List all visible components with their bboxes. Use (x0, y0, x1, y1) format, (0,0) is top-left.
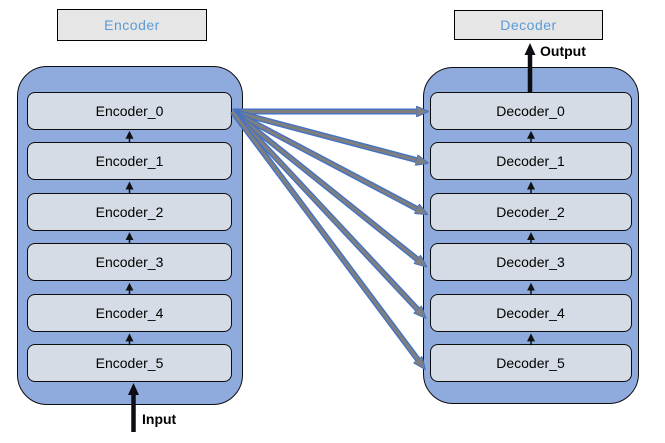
decoder-block-4: Decoder_4 (429, 293, 632, 332)
encoder-block-5: Encoder_5 (27, 344, 232, 382)
decoder-block-2: Decoder_2 (429, 192, 632, 231)
decoder-block-3-label: Decoder_3 (496, 254, 565, 270)
decoder-block-0-label: Decoder_0 (496, 102, 565, 119)
decoder-block-5-label: Decoder_5 (496, 355, 565, 371)
encoder-block-0-label: Encoder_0 (95, 102, 164, 119)
encoder-block-1-label: Encoder_1 (95, 153, 164, 169)
fan-arrow-to-decoder-2 (231, 108, 421, 211)
decoder-block-1-label: Decoder_1 (496, 153, 565, 169)
decoder-block-2-label: Decoder_2 (496, 203, 565, 220)
output-label: Output (540, 43, 586, 59)
encoder-block-2: Encoder_2 (27, 192, 232, 231)
fan-arrow-to-decoder-5 (230, 109, 421, 363)
decoder-block-1: Decoder_1 (429, 142, 632, 180)
encoder-block-4-label: Encoder_4 (95, 304, 164, 321)
encoder-title-box: Encoder (57, 9, 207, 41)
encoder-title-label: Encoder (104, 17, 160, 33)
encoder-block-2-label: Encoder_2 (95, 203, 164, 220)
decoder-container: Decoder_0 Decoder_1 Decoder_2 Decoder_3 … (423, 67, 639, 404)
encoder-block-4: Encoder_4 (27, 293, 232, 332)
encoder-block-3-label: Encoder_3 (95, 254, 164, 270)
decoder-block-0: Decoder_0 (429, 91, 632, 130)
fan-arrow-to-decoder-3 (230, 109, 421, 262)
decoder-title-box: Decoder (454, 10, 603, 40)
encoder-block-1: Encoder_1 (27, 142, 232, 180)
decoder-block-4-label: Decoder_4 (496, 304, 565, 321)
decoder-block-5: Decoder_5 (429, 344, 632, 382)
encoder-container: Encoder_0 Encoder_1 Encoder_2 Encoder_3 … (17, 66, 243, 405)
encoder-block-0: Encoder_0 (27, 91, 232, 130)
decoder-title-label: Decoder (500, 17, 557, 33)
encoder-block-5-label: Encoder_5 (95, 355, 164, 371)
fan-arrow-to-decoder-1 (231, 108, 421, 162)
input-label: Input (142, 411, 177, 427)
encoder-block-3: Encoder_3 (27, 243, 232, 281)
fan-arrow-to-decoder-4 (230, 109, 421, 313)
decoder-block-3: Decoder_3 (429, 243, 632, 281)
